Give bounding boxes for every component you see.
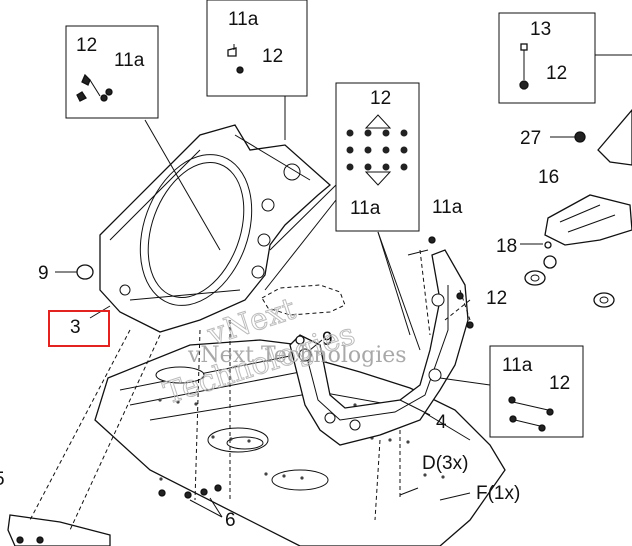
bolt-icon [346, 146, 354, 154]
label-6: 6 [225, 510, 236, 531]
label-box-left-12: 12 [76, 35, 97, 56]
bolt-icon [346, 163, 354, 171]
label-16: 16 [538, 167, 559, 188]
highlight-box-part-3 [48, 310, 110, 347]
bolt-icon [382, 129, 390, 137]
label-box-center-12: 12 [370, 88, 391, 109]
bracket-part-5 [7, 514, 111, 546]
bolt-icon [400, 146, 408, 154]
bolt-icon [364, 146, 372, 154]
label-4: 4 [436, 412, 447, 433]
label-27: 27 [520, 128, 541, 149]
rivet-hole [282, 474, 286, 478]
callout-box-top-right [498, 12, 596, 104]
rivet-hole [247, 439, 251, 443]
nut-part-27 [574, 131, 586, 143]
callout-box-top-center [206, 0, 308, 97]
rivet-hole [264, 472, 268, 476]
bolt-icon [364, 163, 372, 171]
callout-box-bottom-right [489, 345, 584, 438]
grommet-part-9 [76, 264, 94, 280]
callout-box-center [335, 82, 420, 232]
rivet-hole [211, 435, 215, 439]
fasteners [16, 236, 474, 544]
label-box-br-11a: 11a [502, 355, 533, 376]
front-frame-bulkhead [99, 124, 331, 333]
grommets-part-18 [524, 241, 615, 308]
rivet-hole [406, 440, 410, 444]
rivet-hole [300, 476, 304, 480]
bolt-icon [364, 129, 372, 137]
rivet-hole [176, 400, 180, 404]
label-F-1x: F(1x) [476, 483, 520, 504]
label-9-center: 9 [322, 329, 333, 350]
label-box-top-11a: 11a [228, 9, 259, 30]
bolt-icon [346, 129, 354, 137]
label-18: 18 [496, 236, 517, 257]
label-9-left: 9 [38, 263, 49, 284]
label-box-br-12: 12 [549, 373, 570, 394]
svg-text:vNext Technologies: vNext Technologies [187, 343, 407, 368]
rear-frame-part-4 [289, 249, 469, 446]
upper-bracket [597, 108, 632, 166]
rivet-hole [388, 438, 392, 442]
label-12-right: 12 [486, 288, 507, 309]
rivet-hole [158, 398, 162, 402]
label-5: 5 [0, 469, 5, 490]
label-D-3x: D(3x) [422, 453, 468, 474]
label-box-tr-13: 13 [530, 19, 551, 40]
rivet-hole [423, 473, 427, 477]
label-box-left-11a: 11a [114, 50, 145, 71]
rivet-hole [159, 477, 163, 481]
bolt-icon [382, 146, 390, 154]
callout-box-left [65, 25, 159, 119]
rivet-hole [441, 475, 445, 479]
leader-lines [29, 54, 632, 531]
label-box-top-12: 12 [262, 46, 283, 67]
label-box-tr-12: 12 [546, 63, 567, 84]
label-3: 3 [70, 317, 81, 338]
bolt-icon [400, 163, 408, 171]
bolt-icon [400, 129, 408, 137]
bolt-icon [382, 163, 390, 171]
label-11a: 11a [432, 197, 463, 218]
bracket-part-16 [544, 194, 632, 246]
label-box-center-11a: 11a [350, 198, 381, 219]
rivet-hole [194, 402, 198, 406]
